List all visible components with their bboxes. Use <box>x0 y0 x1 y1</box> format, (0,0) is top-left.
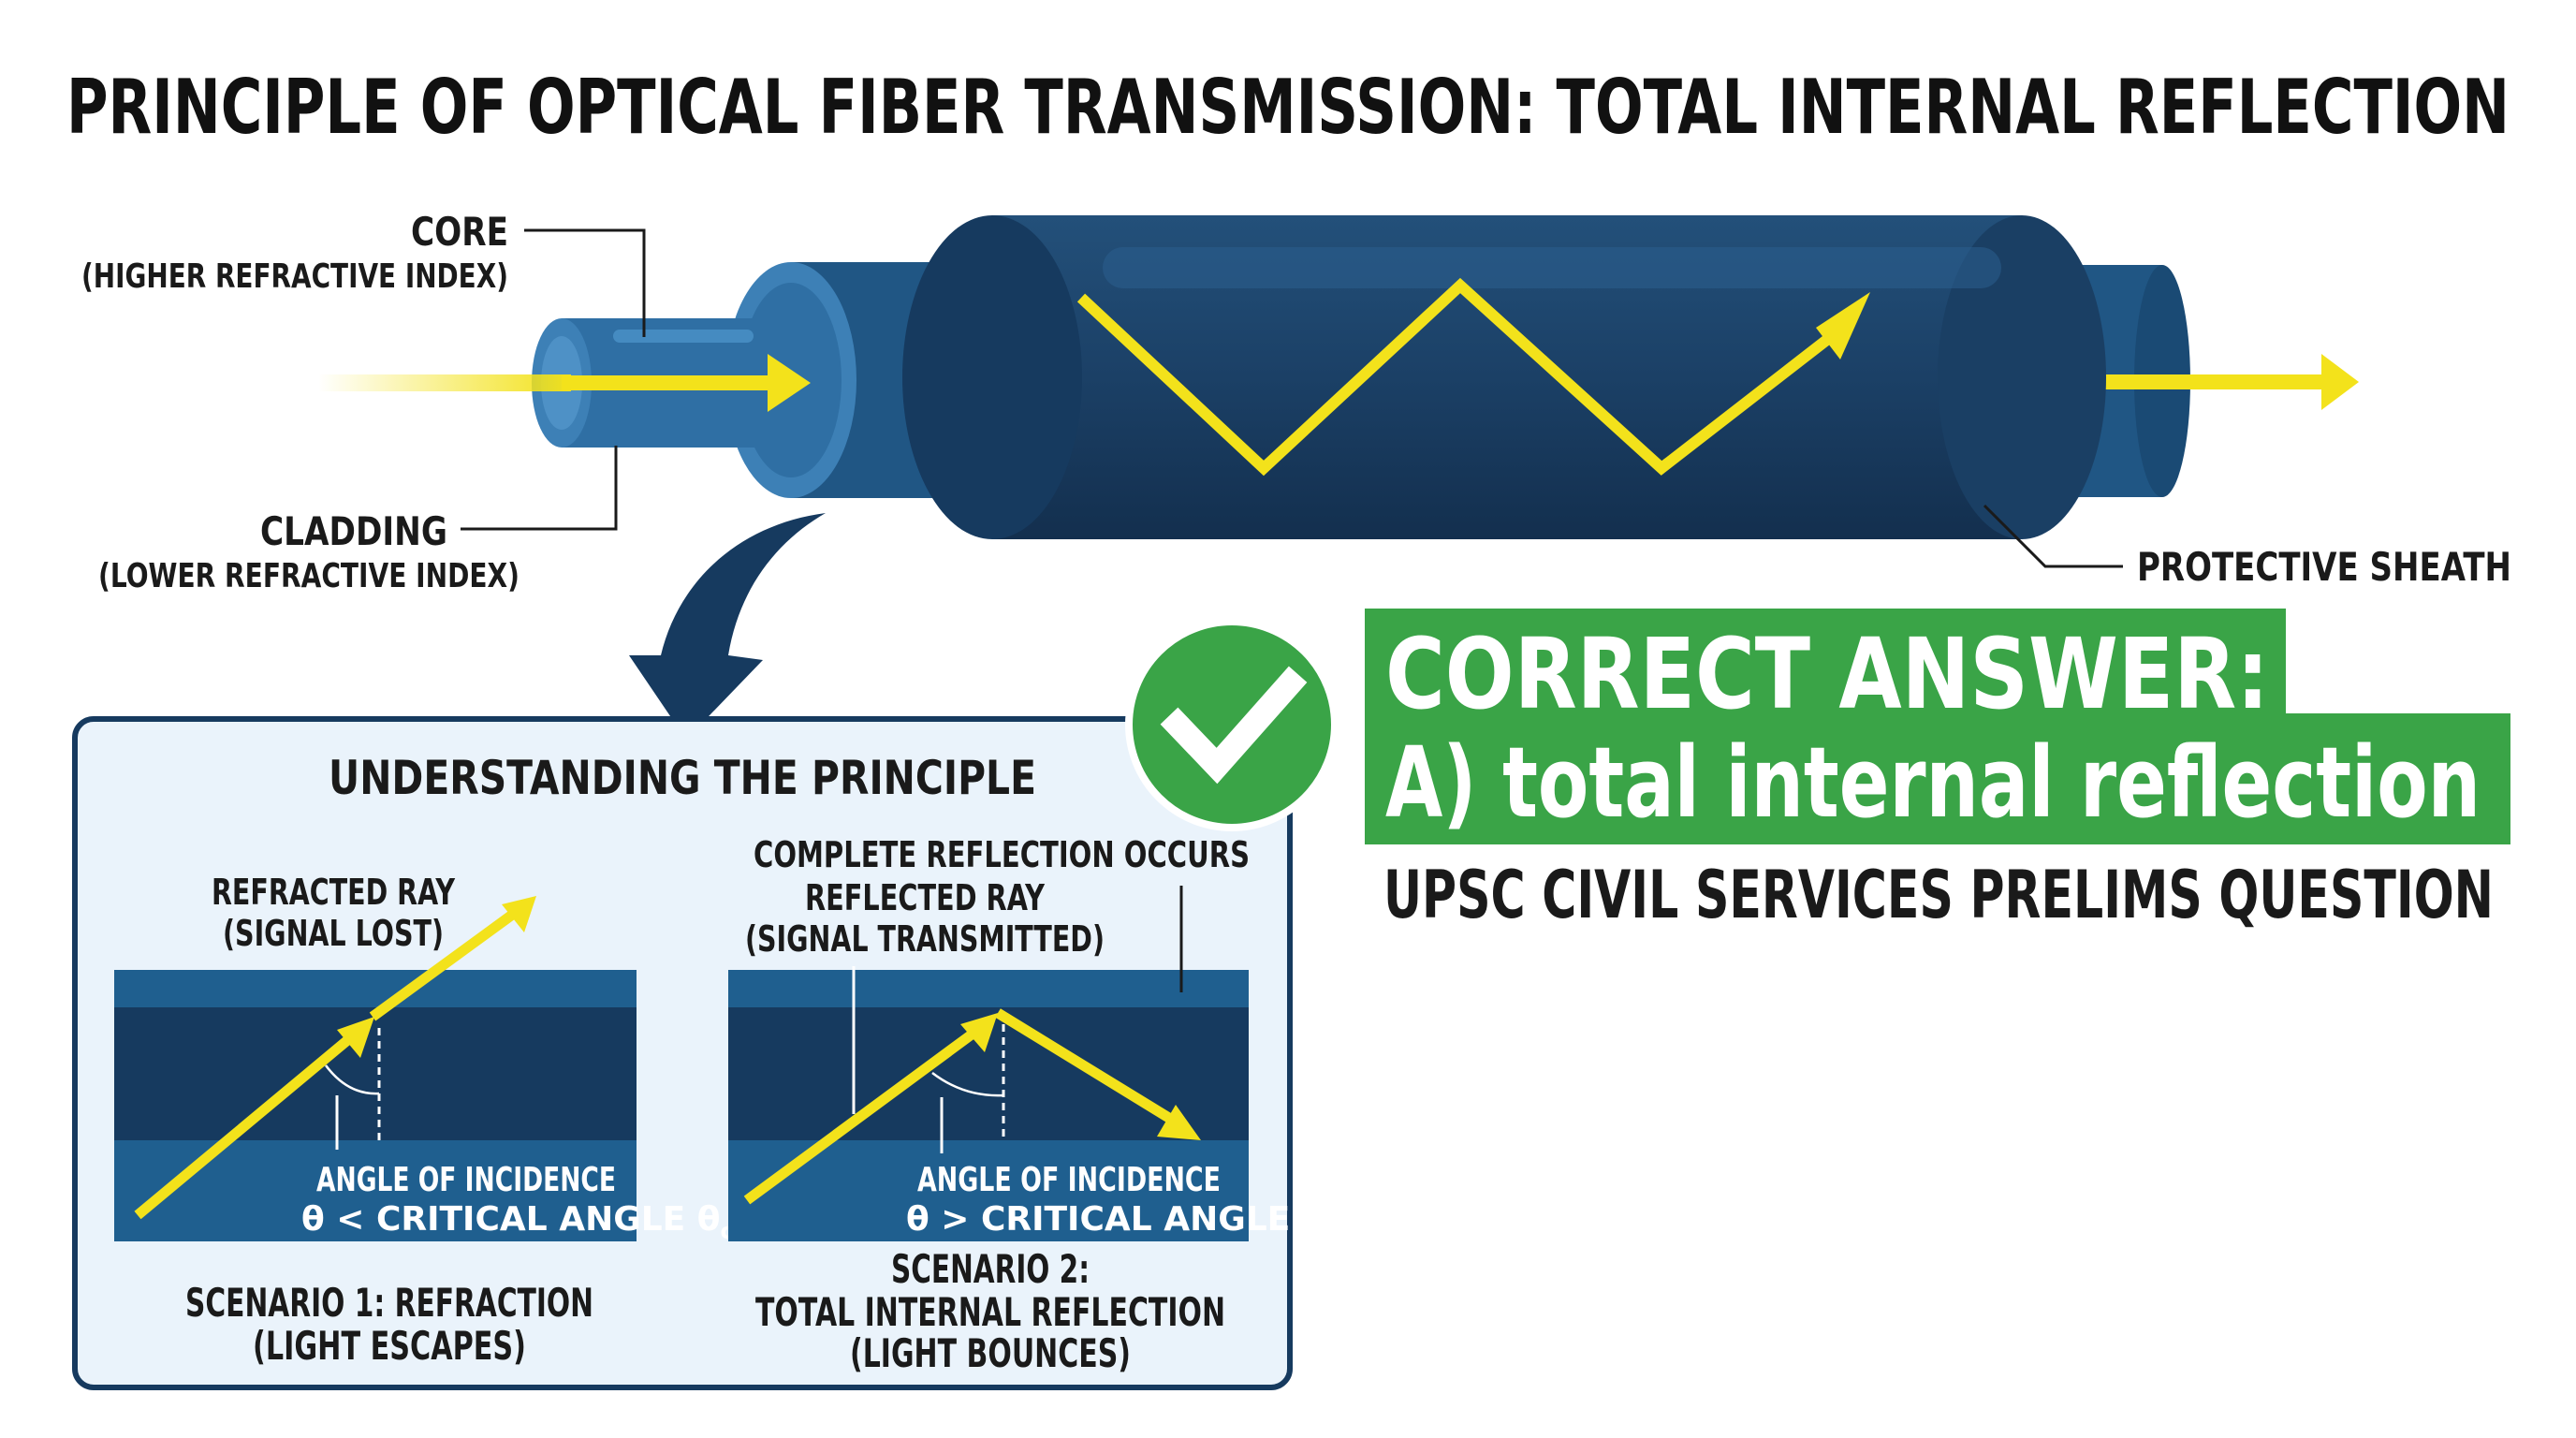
cladding-leader-line <box>461 446 618 531</box>
answer-text: A) total internal reflection <box>1385 726 2481 840</box>
s1-ray-sub: (SIGNAL LOST) <box>223 913 444 954</box>
answer-box-line1 <box>1365 609 2286 719</box>
curved-arrow-icon <box>629 513 826 740</box>
question-source: UPSC CIVIL SERVICES PRELIMS QUESTION <box>1383 857 2494 933</box>
s1-ray-label: REFRACTED RAY <box>212 872 455 913</box>
s2-caption-1: SCENARIO 2: <box>891 1246 1090 1292</box>
s2-outer-medium <box>728 970 1249 1007</box>
zigzag-ray <box>1076 277 1870 477</box>
s2-angle-label: ANGLE OF INCIDENCE <box>917 1161 1221 1199</box>
optical-fiber <box>318 215 2359 539</box>
sheath-label: PROTECTIVE SHEATH <box>1983 504 2511 590</box>
core-label-sub: (HIGHER REFRACTIVE INDEX) <box>81 257 508 296</box>
check-icon <box>1125 618 1339 831</box>
s1-angle-cond-main: θ < CRITICAL ANGLE θ <box>301 1200 721 1239</box>
scenario-1: REFRACTED RAY (SIGNAL LOST) ANGLE OF INC… <box>114 872 734 1369</box>
s2-reflected-ray <box>995 1008 1201 1140</box>
protective-sheath <box>992 215 2106 539</box>
s2-angle-arc <box>931 1072 1004 1097</box>
s2-angle-cond-main: θ > CRITICAL ANGLE θ <box>906 1200 1325 1239</box>
s1-angle-arc <box>325 1064 380 1095</box>
s2-ray-sub: (SIGNAL TRANSMITTED) <box>745 918 1105 960</box>
s2-occurs-label: COMPLETE REFLECTION OCCURS <box>754 834 1250 875</box>
panel-heading: UNDERSTANDING THE PRINCIPLE <box>329 751 1036 805</box>
s1-caption-2: (LIGHT ESCAPES) <box>253 1323 526 1369</box>
answer-heading: CORRECT ANSWER: <box>1385 617 2269 731</box>
scenario-2: COMPLETE REFLECTION OCCURS REFLECTED RAY… <box>728 834 1339 1376</box>
sheath-label-text: PROTECTIVE SHEATH <box>2137 544 2511 590</box>
s1-caption-1: SCENARIO 1: REFRACTION <box>185 1280 593 1326</box>
s2-caption-2: TOTAL INTERNAL REFLECTION <box>755 1289 1225 1335</box>
outgoing-ray <box>2050 354 2359 410</box>
sheath-leader-line <box>1983 504 2123 568</box>
s2-angle-cond-sub: c <box>1325 1218 1339 1244</box>
cladding-label-sub: (LOWER REFRACTIVE INDEX) <box>98 557 520 595</box>
s2-ray-label: REFLECTED RAY <box>805 877 1045 918</box>
incoming-ray <box>318 354 811 412</box>
s2-angle-cond: θ > CRITICAL ANGLE θc <box>906 1200 1339 1244</box>
s1-angle-cond: θ < CRITICAL ANGLE θc <box>301 1200 734 1244</box>
s1-core-medium <box>114 1007 637 1140</box>
core-label: CORE (HIGHER REFRACTIVE INDEX) <box>81 209 646 337</box>
answer-block: CORRECT ANSWER: A) total internal reflec… <box>1125 609 2510 933</box>
s2-lower-medium <box>728 1140 1249 1241</box>
s2-incident-ray <box>743 1013 998 1205</box>
page-title: PRINCIPLE OF OPTICAL FIBER TRANSMISSION:… <box>66 64 2510 151</box>
answer-box-line2 <box>1365 713 2510 844</box>
s1-incident-ray <box>134 1017 374 1220</box>
core-leader-line <box>524 228 646 337</box>
s1-angle-label: ANGLE OF INCIDENCE <box>316 1161 616 1199</box>
cladding-label-title: CLADDING <box>260 508 447 554</box>
principle-panel: UNDERSTANDING THE PRINCIPLE REFRACTED RA… <box>72 716 1339 1390</box>
s2-caption-3: (LIGHT BOUNCES) <box>850 1330 1131 1376</box>
s1-outer-medium <box>114 970 637 1007</box>
core-label-title: CORE <box>411 209 508 255</box>
cladding-label: CLADDING (LOWER REFRACTIVE INDEX) <box>98 446 618 595</box>
s1-refracted-ray <box>369 896 536 1021</box>
